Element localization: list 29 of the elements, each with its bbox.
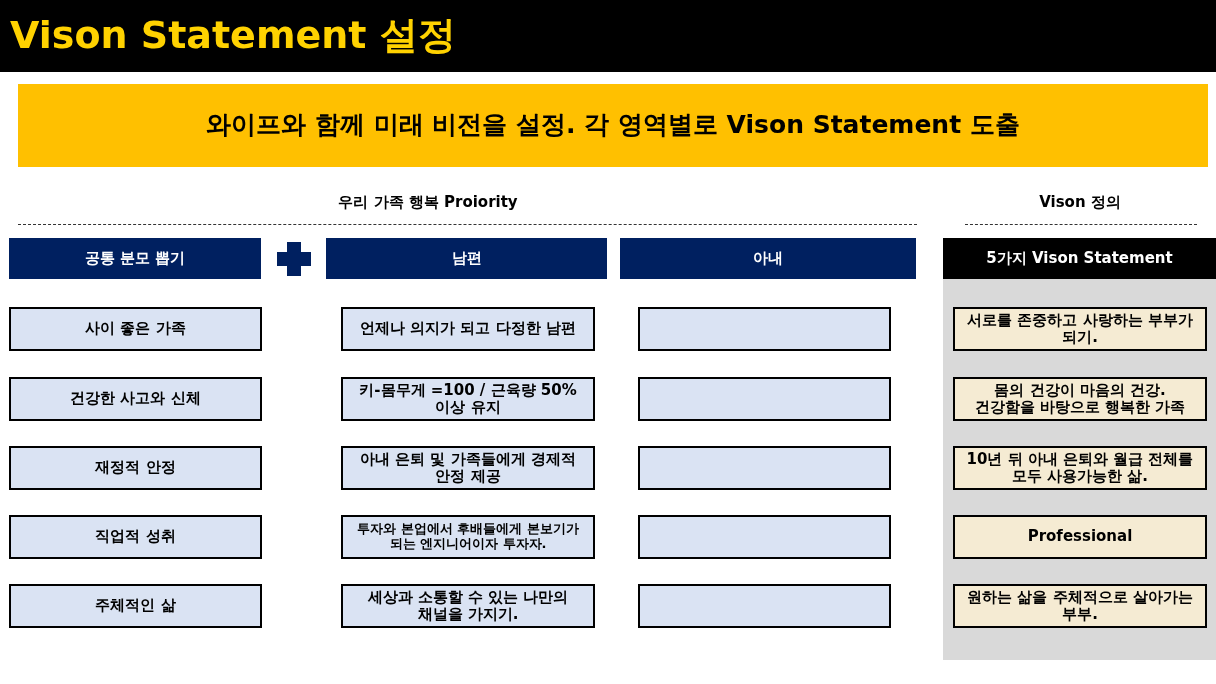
text-box: 건강한 사고와 신체 (9, 377, 262, 421)
section-label: 우리 가족 행복 Proiority (337, 193, 519, 212)
empty-box (638, 446, 891, 490)
text-box: 직업적 성취 (9, 515, 262, 559)
empty-box (638, 307, 891, 351)
text-box: 재정적 안정 (9, 446, 262, 490)
vision-card: 서로를 존중하고 사랑하는 부부가 되기. (953, 307, 1207, 351)
empty-box (638, 584, 891, 628)
vision-card: 10년 뒤 아내 은퇴와 월급 전체를 모두 사용가능한 삶. (953, 446, 1207, 490)
banner: 와이프와 함께 미래 비전을 설정. 각 영역별로 Vison Statement 도출 (18, 84, 1208, 167)
text-box: 투자와 본업에서 후배들에게 본보기가 되는 엔지니어이자 투자자. (341, 515, 595, 559)
vision-card: 몸의 건강이 마음의 건강. 건강함을 바탕으로 행복한 가족 (953, 377, 1207, 421)
empty-box (638, 515, 891, 559)
text-box: 주체적인 삶 (9, 584, 262, 628)
section-label: Vison 정의 (1038, 193, 1122, 212)
panel-header: 5가지 Vison Statement (943, 238, 1216, 279)
text-box: 키-몸무게 =100 / 근육량 50%이상 유지 (341, 377, 595, 421)
panel (943, 238, 1216, 660)
column-header: 남편 (326, 238, 607, 279)
text-box: 언제나 의지가 되고 다정한 남편 (341, 307, 595, 351)
vision-card: Professional (953, 515, 1207, 559)
column-header: 공통 분모 뽑기 (9, 238, 261, 279)
vision-card: 원하는 삶을 주체적으로 살아가는 부부. (953, 584, 1207, 628)
text-box: 사이 좋은 가족 (9, 307, 262, 351)
text-box: 아내 은퇴 및 가족들에게 경제적 안정 제공 (341, 446, 595, 490)
page-title: Vison Statement 설정 (10, 12, 456, 59)
column-header: 아내 (620, 238, 916, 279)
text-box: 세상과 소통할 수 있는 나만의 채널을 가지기. (341, 584, 595, 628)
empty-box (638, 377, 891, 421)
